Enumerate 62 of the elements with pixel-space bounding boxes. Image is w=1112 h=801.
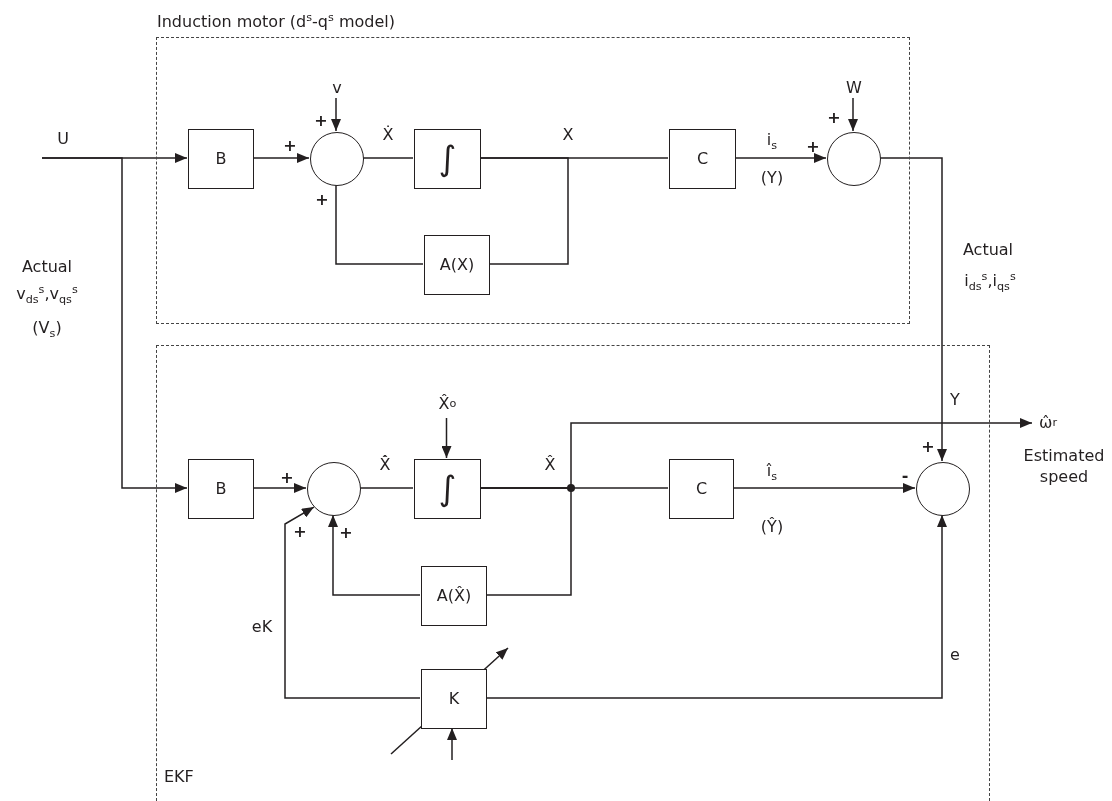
signal-label: (Y) — [760, 169, 784, 187]
sign-label: + — [827, 109, 841, 127]
signal-line — [252, 153, 310, 163]
signal-line — [447, 727, 457, 761]
signal-label: X̂̇ — [379, 456, 391, 474]
summing-junction — [307, 462, 361, 516]
signal-line — [328, 514, 421, 596]
frame-title: Induction motor (d$^{s}$-q$^{s}$ model) — [157, 12, 395, 31]
signal-line — [879, 157, 947, 462]
signal-label: Actual — [962, 241, 1014, 259]
signal-line — [41, 157, 188, 493]
frame-title: EKF — [164, 768, 194, 786]
signal-line — [362, 157, 414, 159]
signal-line — [441, 417, 452, 459]
signal-label: U — [52, 127, 74, 151]
transfer-block: B — [188, 459, 254, 519]
sign-label: + — [283, 137, 297, 155]
sign-label: + — [293, 523, 307, 541]
integrator-block: ∫ — [414, 129, 481, 189]
signal-label: X — [562, 126, 574, 144]
signal-label: v — [327, 77, 347, 99]
summing-junction — [916, 462, 970, 516]
signal-line — [252, 483, 307, 493]
transfer-block: C — [669, 459, 734, 519]
signal-line — [284, 506, 421, 699]
signal-label: î$_{s}$ — [766, 462, 778, 484]
sign-label: + — [806, 138, 820, 156]
signal-line — [479, 157, 569, 265]
signal-line — [485, 514, 947, 699]
signal-line — [335, 184, 424, 265]
sign-label: + — [280, 469, 294, 487]
sign-label: + — [314, 112, 328, 130]
sign-label: + — [339, 524, 353, 542]
sign-label: - — [901, 467, 909, 485]
signal-line — [479, 487, 572, 596]
integrator-block: ∫ — [414, 459, 481, 519]
transfer-block: K — [421, 669, 487, 729]
signal-label: (V$_{s}$) — [32, 319, 62, 341]
signal-line — [359, 487, 414, 489]
signal-label: Ẋ — [382, 126, 394, 144]
transfer-block: A(X) — [424, 235, 490, 295]
signal-caption: Estimated speed — [1022, 446, 1106, 488]
summing-junction — [827, 132, 881, 186]
signal-label: (Ŷ) — [760, 518, 784, 536]
sign-label: + — [315, 191, 329, 209]
transfer-block: A(X̂) — [421, 566, 487, 626]
signal-label: X̂ — [544, 456, 556, 474]
signal-line — [734, 153, 827, 163]
transfer-block: C — [669, 129, 736, 189]
summing-junction — [310, 132, 364, 186]
signal-label: e — [950, 646, 960, 664]
sign-label: + — [921, 438, 935, 456]
signal-line — [732, 483, 916, 493]
dashed-frame — [156, 345, 990, 801]
signal-line — [331, 97, 341, 132]
transfer-block: B — [188, 129, 254, 189]
signal-label: W — [843, 77, 865, 99]
signal-line — [848, 97, 858, 132]
signal-label: i$_{s}$ — [766, 131, 778, 153]
signal-label: Y — [950, 391, 960, 409]
signal-label: Actual — [21, 258, 73, 276]
signal-label: eK — [251, 618, 273, 636]
